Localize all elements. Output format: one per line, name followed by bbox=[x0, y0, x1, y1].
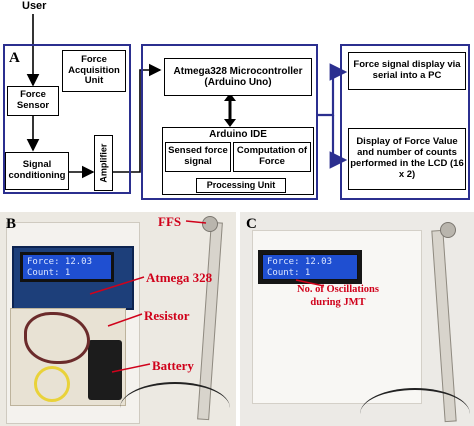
force-sensor-tip-c bbox=[440, 222, 456, 238]
lcd-b-line2: Count: 1 bbox=[27, 268, 71, 278]
lcd-c-line2: Count: 1 bbox=[267, 268, 311, 278]
coiled-wire bbox=[34, 366, 70, 402]
lcd-display-box: Display of Force Value and number of cou… bbox=[348, 128, 466, 190]
panel-label-b: B bbox=[6, 216, 17, 232]
arrow-to-serial bbox=[318, 63, 348, 117]
label-atmega: Atmega 328 bbox=[146, 270, 213, 285]
force-sensor-box: Force Sensor bbox=[7, 86, 59, 116]
signal-conditioning-box: Signal conditioning bbox=[5, 152, 69, 190]
label-ffs: FFS bbox=[158, 214, 182, 229]
force-acquisition-unit-box: Force Acquisition Unit bbox=[62, 50, 126, 92]
processing-unit-box: Processing Unit bbox=[196, 178, 286, 193]
panel-label-a: A bbox=[9, 50, 20, 66]
lcd-b-line1: Force: 12.03 bbox=[27, 257, 93, 267]
output-frame bbox=[340, 44, 470, 200]
sensed-force-signal-box: Sensed force signal bbox=[165, 142, 231, 172]
arrow-amplifier-to-mcu bbox=[113, 63, 162, 173]
lcd-screen-c: Force: 12.03 Count: 1 bbox=[262, 254, 358, 280]
amplifier-box: Amplifier bbox=[94, 135, 113, 191]
panel-label-c: C bbox=[246, 216, 257, 232]
sensor-wire-c bbox=[360, 388, 470, 426]
label-battery: Battery bbox=[152, 358, 194, 373]
serial-display-box: Force signal display via serial into a P… bbox=[348, 52, 466, 90]
force-sensor-tip-b bbox=[202, 216, 218, 232]
user-label: User bbox=[22, 0, 47, 12]
wire-bundle bbox=[24, 312, 90, 364]
lcd-screen-b: Force: 12.03 Count: 1 bbox=[20, 252, 114, 282]
microcontroller-box: Atmega328 Microcontroller (Arduino Uno) bbox=[164, 58, 312, 96]
processing-frame bbox=[141, 44, 318, 200]
label-oscillations: No. of Oscillations during JMT bbox=[297, 284, 379, 308]
lcd-c-line1: Force: 12.03 bbox=[267, 257, 333, 267]
acquisition-frame bbox=[3, 44, 131, 194]
sensor-wire-b bbox=[120, 382, 230, 426]
label-resistor: Resistor bbox=[144, 308, 190, 323]
arduino-ide-label: Arduino IDE bbox=[209, 129, 267, 140]
battery-pack bbox=[88, 340, 122, 400]
photo-c: Force: 12.03 Count: 1 bbox=[240, 212, 474, 426]
computation-of-force-box: Computation of Force bbox=[233, 142, 311, 172]
